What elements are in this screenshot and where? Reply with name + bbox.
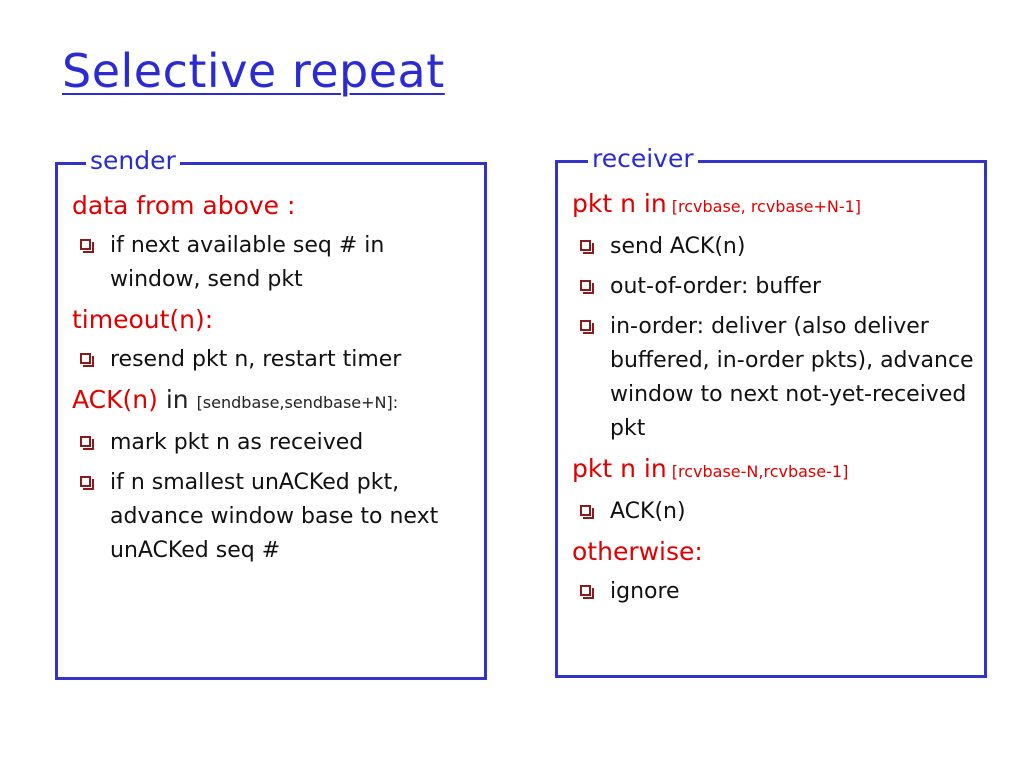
receiver-list-pkt-in-window: send ACK(n) out-of-order: buffer in-orde…	[572, 230, 976, 446]
checkbox-bullet-icon	[580, 320, 594, 334]
receiver-body: pkt n in [rcvbase, rcvbase+N-1] send ACK…	[572, 189, 976, 617]
list-item: in-order: deliver (also deliver buffered…	[572, 310, 976, 446]
list-item: out-of-order: buffer	[572, 270, 976, 304]
list-item: resend pkt n, restart timer	[72, 343, 476, 377]
list-item: ignore	[572, 575, 976, 609]
checkbox-bullet-icon	[580, 505, 594, 519]
list-item: if next available seq # in window, send …	[72, 229, 476, 297]
receiver-list-otherwise: ignore	[572, 575, 976, 609]
receiver-label: receiver	[588, 144, 698, 174]
checkbox-bullet-icon	[80, 476, 94, 490]
checkbox-bullet-icon	[80, 353, 94, 367]
sender-body: data from above : if next available seq …	[72, 191, 476, 576]
slide-title: Selective repeat	[62, 44, 445, 98]
sender-label: sender	[86, 146, 180, 176]
checkbox-bullet-icon	[80, 239, 94, 253]
checkbox-bullet-icon	[580, 240, 594, 254]
sender-heading-ack: ACK(n) in [sendbase,sendbase+N]:	[72, 385, 399, 414]
sender-panel: sender data from above : if next availab…	[55, 146, 487, 680]
receiver-list-pkt-previous-window: ACK(n)	[572, 495, 976, 529]
receiver-panel: receiver pkt n in [rcvbase, rcvbase+N-1]…	[555, 144, 987, 678]
receiver-heading-pkt-previous-window: pkt n in [rcvbase-N,rcvbase-1]	[572, 454, 849, 483]
sender-list-timeout: resend pkt n, restart timer	[72, 343, 476, 377]
sender-list-ack: mark pkt n as received if n smallest unA…	[72, 426, 476, 568]
receiver-heading-otherwise: otherwise:	[572, 537, 703, 566]
list-item: if n smallest unACKed pkt, advance windo…	[72, 466, 476, 568]
checkbox-bullet-icon	[580, 585, 594, 599]
sender-heading-timeout: timeout(n):	[72, 305, 214, 334]
sender-list-data-from-above: if next available seq # in window, send …	[72, 229, 476, 297]
list-item: ACK(n)	[572, 495, 976, 529]
sender-heading-data-from-above: data from above :	[72, 191, 296, 220]
list-item: mark pkt n as received	[72, 426, 476, 460]
receiver-heading-pkt-in-window: pkt n in [rcvbase, rcvbase+N-1]	[572, 189, 862, 218]
checkbox-bullet-icon	[580, 280, 594, 294]
list-item: send ACK(n)	[572, 230, 976, 264]
checkbox-bullet-icon	[80, 436, 94, 450]
